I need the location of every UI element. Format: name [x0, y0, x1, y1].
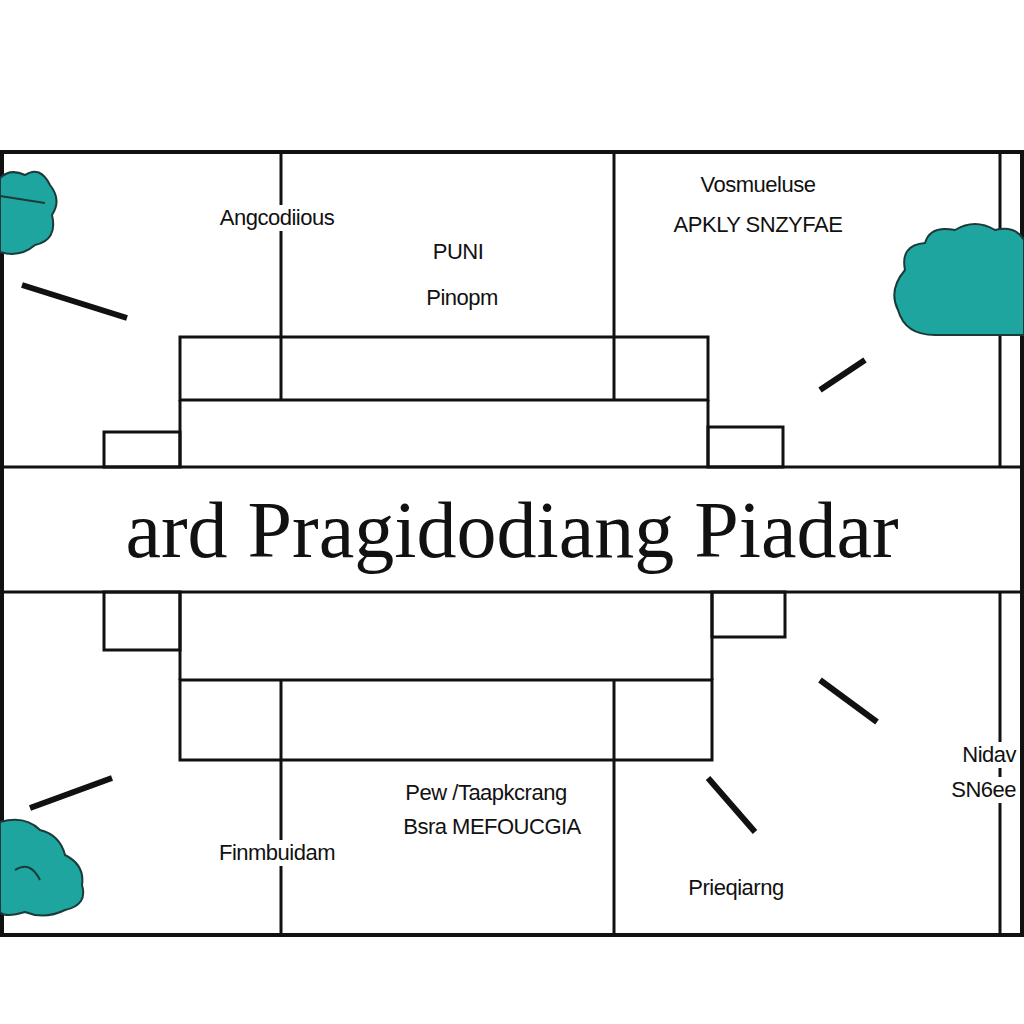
cloud-icon: [894, 224, 1024, 335]
cell-label: Bsra MEFOUCGIA: [401, 814, 583, 839]
cell-line: [613, 152, 616, 400]
cell-line: [280, 152, 283, 400]
cell-label: Angcodiious: [218, 205, 336, 230]
dash-mark: [820, 680, 877, 722]
cloud-detail: [0, 196, 45, 203]
cell-label: Nidav: [960, 742, 1018, 767]
cloud-detail: [15, 867, 40, 880]
step-block: [180, 337, 708, 400]
step-box: [712, 592, 785, 637]
dash-mark: [30, 778, 112, 808]
cloud-icon: [0, 172, 57, 254]
cell-label: PUNI: [431, 239, 486, 264]
step-block: [180, 680, 712, 760]
cell-line: [280, 680, 283, 935]
cell-label: Pew /Taapkcrang: [403, 780, 568, 805]
cell-label: Prieqiarng: [686, 875, 785, 900]
cell-label: Vosmueluse: [699, 172, 818, 197]
clouds: [0, 172, 1024, 916]
cloud-icon: [0, 820, 83, 916]
dash-mark: [820, 360, 865, 390]
step-box: [104, 432, 180, 467]
step-box: [104, 592, 180, 650]
dash-mark: [708, 778, 755, 832]
cell-label: APKLY SNZYFAE: [672, 212, 845, 237]
cell-label: Finmbuidam: [217, 840, 337, 865]
cell-label: Pinopm: [424, 285, 500, 310]
diagram-title: ard Pragidodiang Piadar: [121, 486, 902, 574]
step-box: [708, 427, 783, 467]
grid-lines: [0, 152, 1024, 935]
cell-line: [613, 680, 616, 935]
outer-frame: [2, 152, 1022, 935]
dash-mark: [22, 285, 127, 318]
cell-label: SN6ee: [949, 777, 1018, 802]
